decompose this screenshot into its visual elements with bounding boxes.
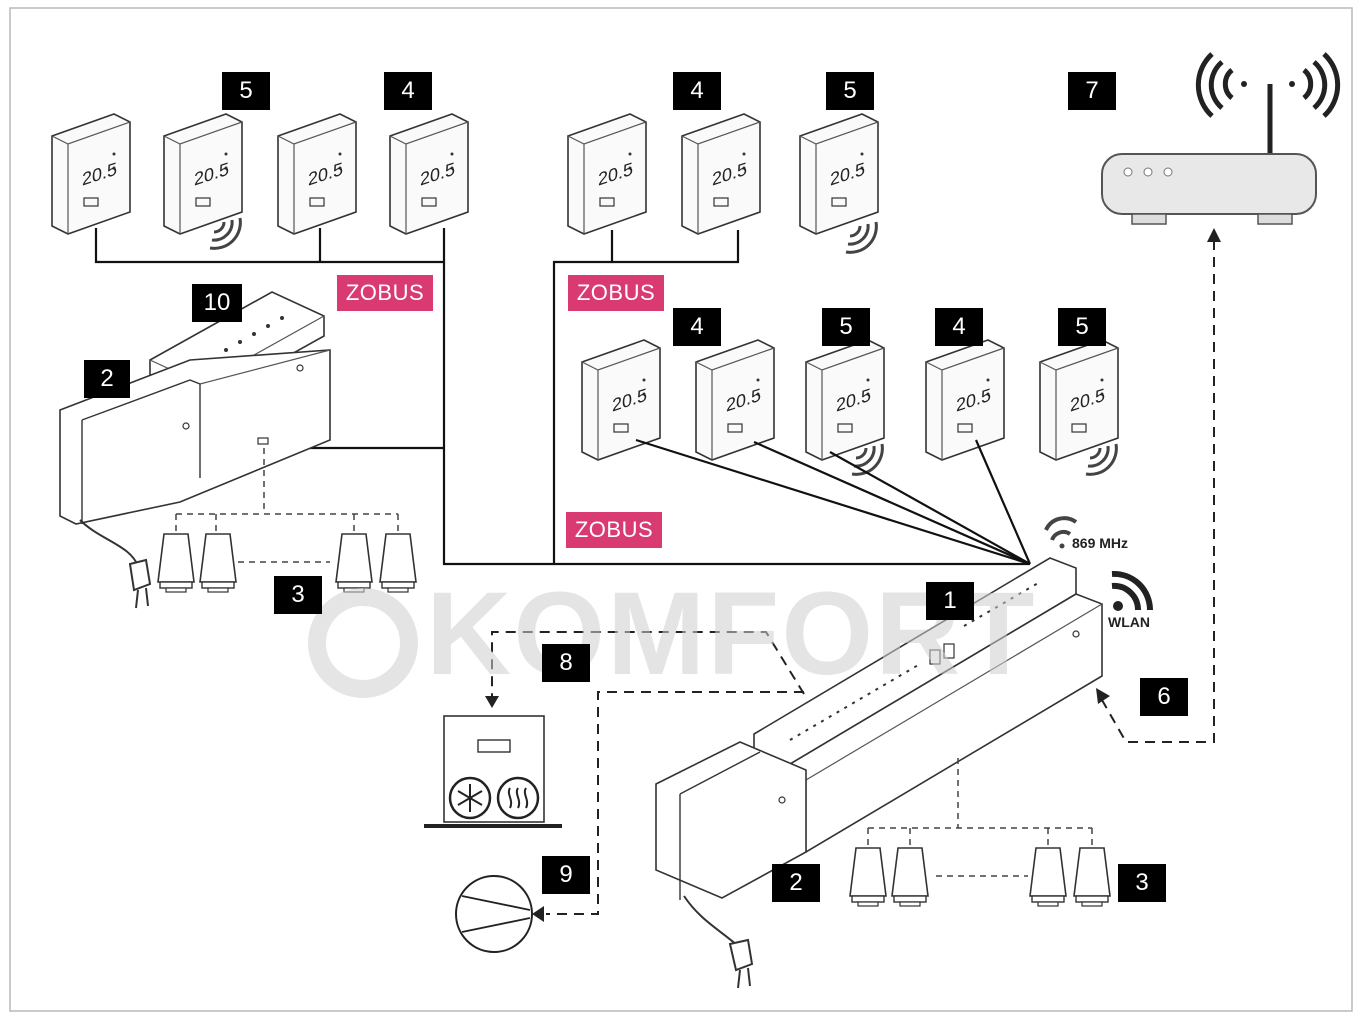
wifi-icon xyxy=(1111,570,1154,611)
badge-6: 6 xyxy=(1140,678,1188,716)
badge-5: 5 xyxy=(1058,308,1106,346)
actuator-wiring-right xyxy=(867,758,1093,877)
actuator-icon xyxy=(157,533,195,593)
badge-4: 4 xyxy=(673,308,721,346)
zobus-label: ZOBUS xyxy=(337,275,433,311)
heat-pump-link xyxy=(491,631,805,915)
badge-3: 3 xyxy=(1118,864,1166,902)
frequency-label: 869 MHz xyxy=(1072,535,1129,551)
badge-7: 7 xyxy=(1068,72,1116,110)
actuator-icon xyxy=(1029,847,1067,907)
zobus-wiring xyxy=(94,228,1032,566)
actuator-icon xyxy=(891,847,929,907)
router-icon xyxy=(1101,52,1341,225)
badge-5: 5 xyxy=(822,308,870,346)
actuator-icon xyxy=(1073,847,1111,907)
zobus-label: ZOBUS xyxy=(566,512,662,548)
badge-1: 1 xyxy=(926,582,974,620)
badge-4: 4 xyxy=(384,72,432,110)
radio-signal-icon xyxy=(844,220,878,254)
actuator-icon xyxy=(199,533,237,593)
badge-2: 2 xyxy=(772,864,820,902)
zobus-label: ZOBUS xyxy=(568,275,664,311)
plug-icon xyxy=(79,519,152,609)
heating-icon xyxy=(496,776,540,820)
badge-4: 4 xyxy=(673,72,721,110)
badge-5: 5 xyxy=(826,72,874,110)
radio-signal-icon xyxy=(1044,516,1078,549)
badge-4: 4 xyxy=(935,308,983,346)
snowflake-icon xyxy=(448,776,492,820)
watermark-logo-icon xyxy=(308,587,418,698)
circulation-pump-icon xyxy=(455,875,533,953)
badge-3: 3 xyxy=(274,576,322,614)
badge-10: 10 xyxy=(192,284,242,322)
badge-9: 9 xyxy=(542,856,590,894)
wlan-link xyxy=(1101,240,1215,743)
actuator-icon xyxy=(849,847,887,907)
wlan-label: WLAN xyxy=(1108,614,1150,630)
plug-icon xyxy=(683,895,754,989)
actuator-wiring-left xyxy=(175,448,399,563)
controller-main xyxy=(655,557,1103,900)
badge-5: 5 xyxy=(222,72,270,110)
badge-8: 8 xyxy=(542,644,590,682)
heat-pump-icon xyxy=(424,715,562,828)
badge-2: 2 xyxy=(84,360,130,398)
